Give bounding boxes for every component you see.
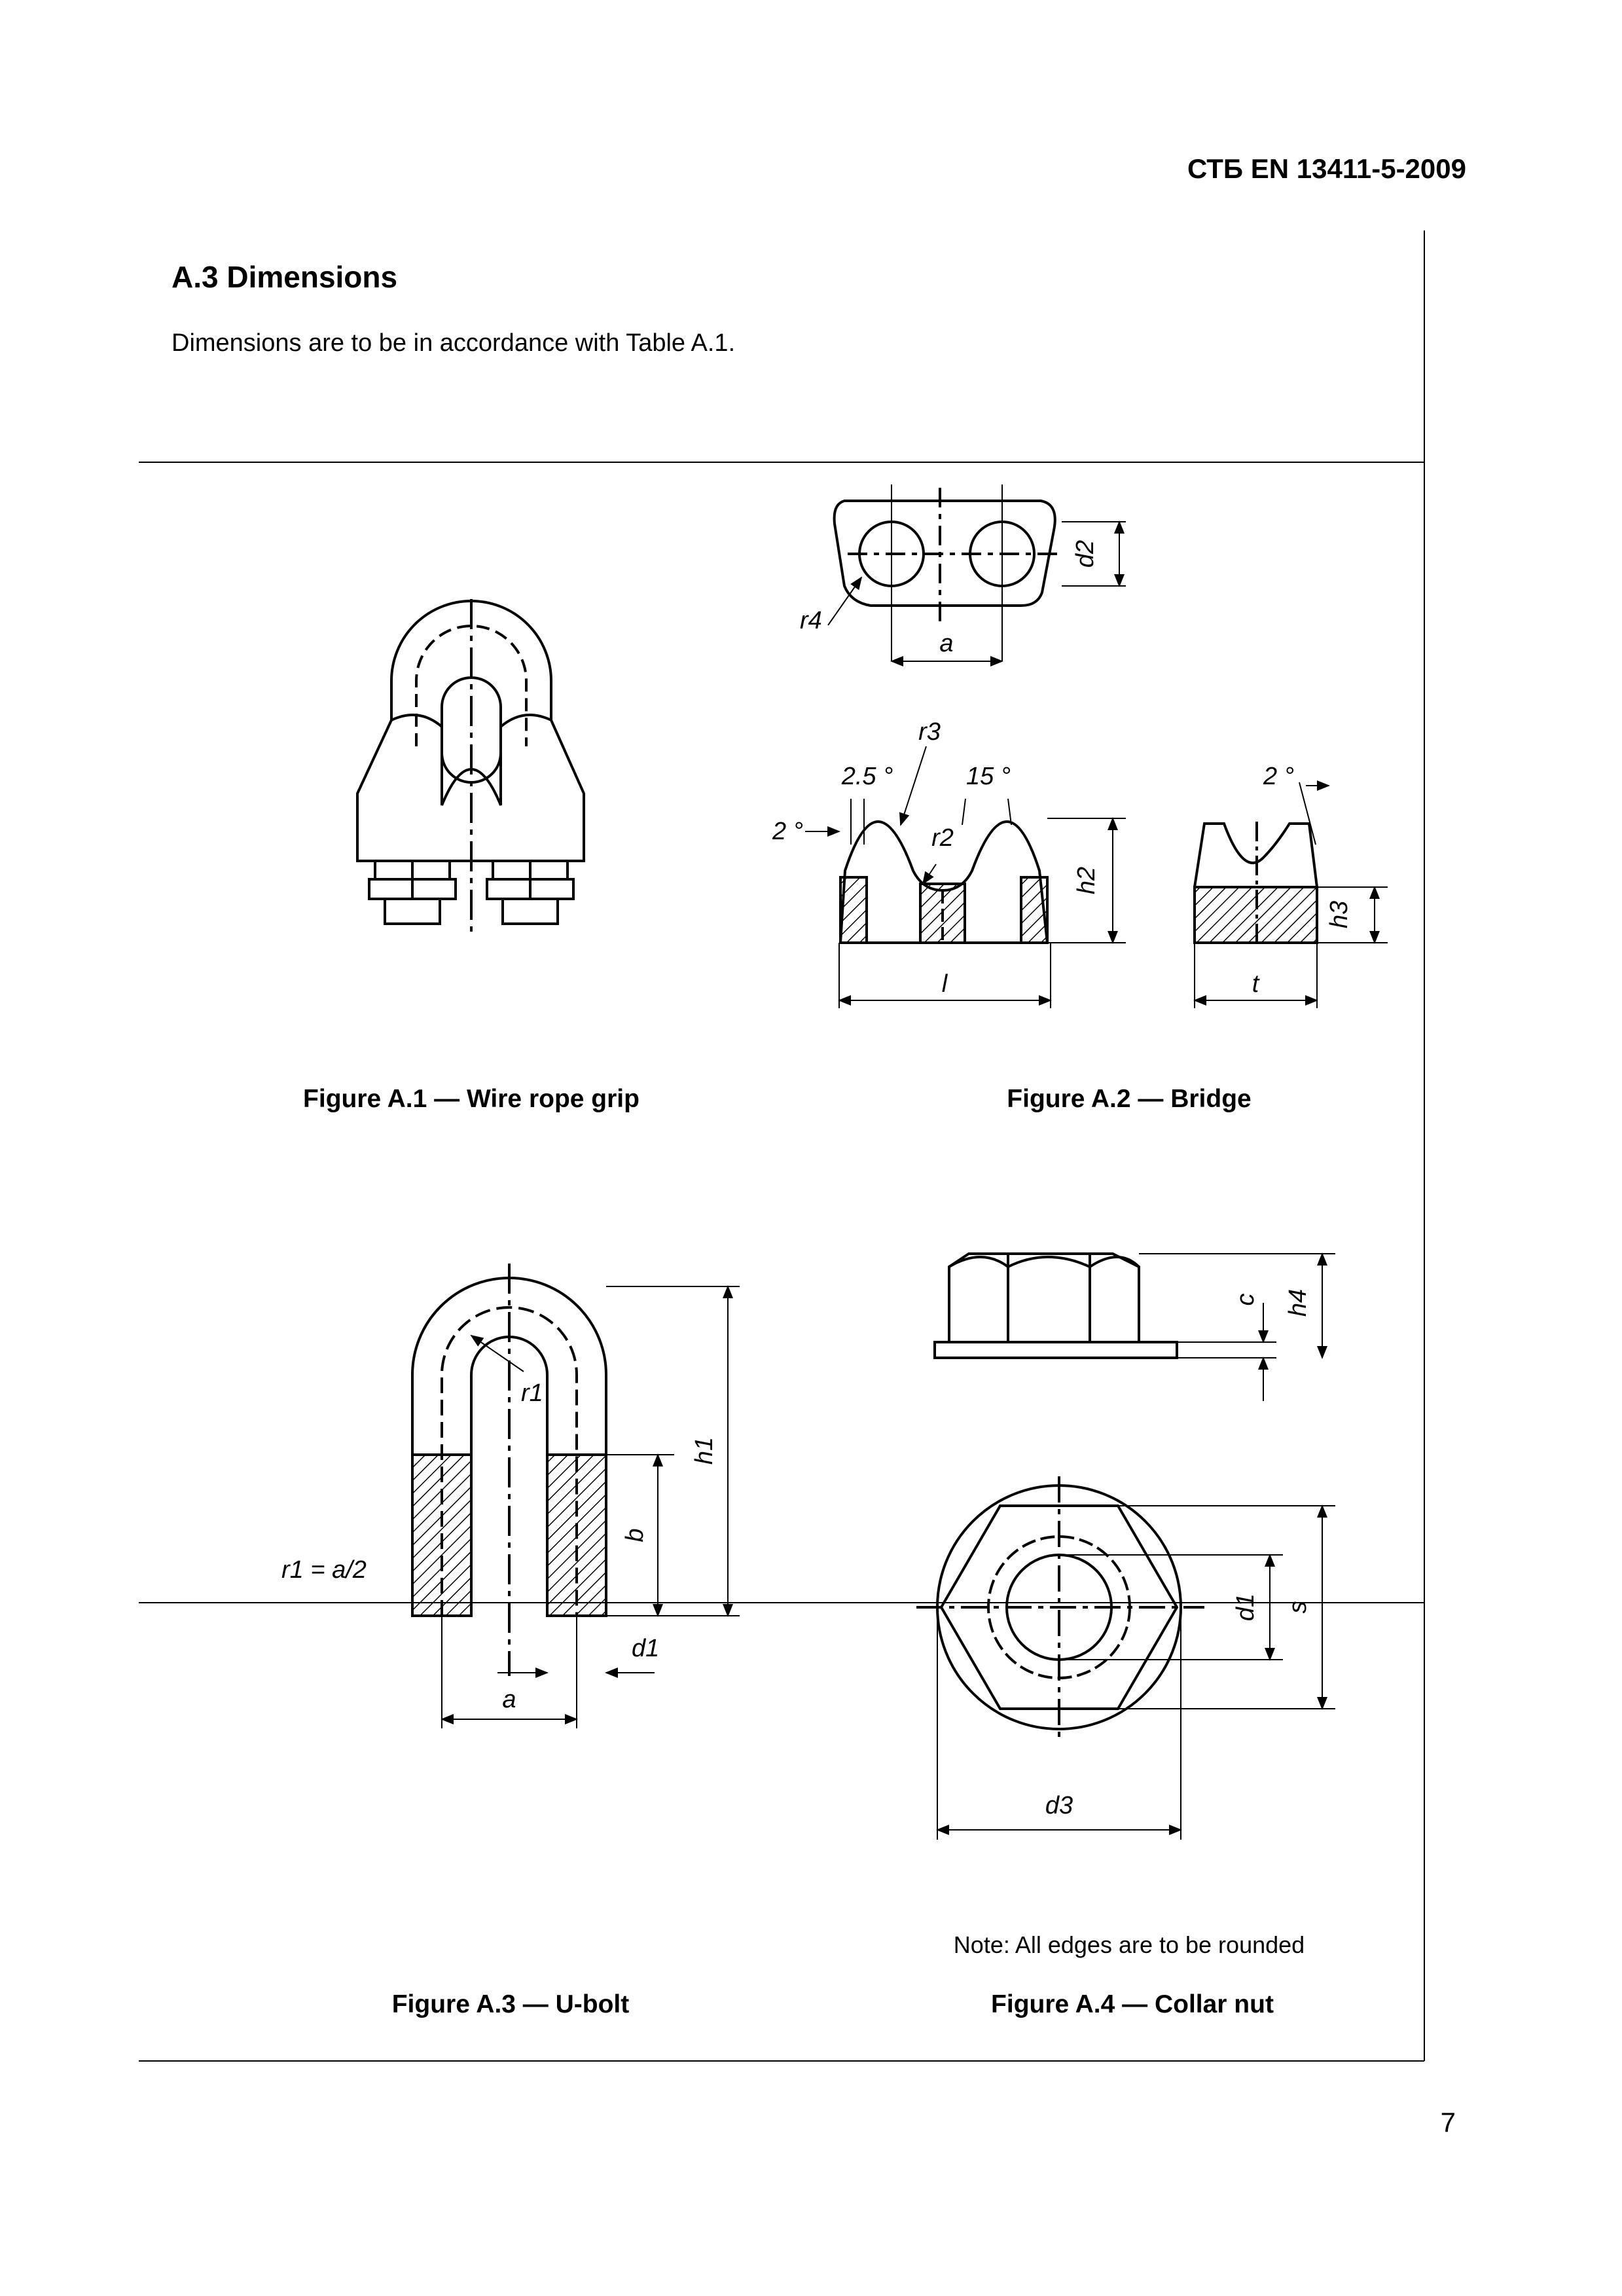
figure-a4-caption: Figure A.4 — Collar nut [991, 1990, 1274, 2018]
label-h3: h3 [1325, 901, 1353, 928]
label-l: l [942, 970, 948, 998]
label-2-deg-right: 2 ° [1263, 763, 1294, 790]
figure-a1-drawing [356, 599, 585, 936]
label-s: s [1284, 1601, 1312, 1614]
standard-code: СТБ EN 13411-5-2009 [1187, 153, 1466, 184]
figure-a2-end-view [1193, 780, 1388, 1008]
section-body: Dimensions are to be in accordance with … [171, 329, 736, 357]
label-c: c [1232, 1294, 1259, 1306]
label-2-5-deg: 2.5 ° [841, 763, 893, 790]
figure-a3-drawing [411, 1264, 740, 1728]
figure-a3-caption: Figure A.3 — U-bolt [391, 1990, 630, 2018]
figure-a2-side-view [805, 746, 1126, 1008]
label-d3: d3 [1045, 1792, 1073, 1819]
page-number: 7 [1440, 2107, 1456, 2138]
label-h4: h4 [1284, 1289, 1312, 1317]
label-r3: r3 [918, 718, 941, 746]
label-a-ubolt: a [502, 1686, 516, 1713]
label-d1-ubolt: d1 [632, 1635, 659, 1662]
label-r4: r4 [800, 607, 822, 634]
label-t: t [1252, 970, 1260, 998]
page-frame [139, 230, 1425, 2062]
figure-a2-caption: Figure A.2 — Bridge [1007, 1085, 1252, 1113]
figure-a1-caption: Figure A.1 — Wire rope grip [303, 1085, 640, 1113]
section-title: A.3 Dimensions [171, 260, 398, 294]
label-2-deg-left: 2 ° [772, 818, 803, 845]
label-h2: h2 [1073, 867, 1100, 894]
label-b: b [621, 1528, 649, 1542]
figure-a2-top-view [827, 484, 1126, 666]
figure-a4-side-view [933, 1252, 1335, 1401]
label-h1: h1 [691, 1437, 718, 1465]
figure-a4-top-view [916, 1476, 1335, 1840]
label-d2: d2 [1072, 540, 1099, 568]
label-r1-formula: r1 = a/2 [281, 1556, 367, 1584]
figure-a4-note: Note: All edges are to be rounded [953, 1931, 1305, 1958]
label-r1: r1 [521, 1379, 543, 1407]
label-d1-nut: d1 [1232, 1594, 1259, 1621]
label-15-deg: 15 ° [966, 763, 1011, 790]
label-a-top: a [939, 630, 953, 657]
label-r2: r2 [931, 824, 954, 852]
